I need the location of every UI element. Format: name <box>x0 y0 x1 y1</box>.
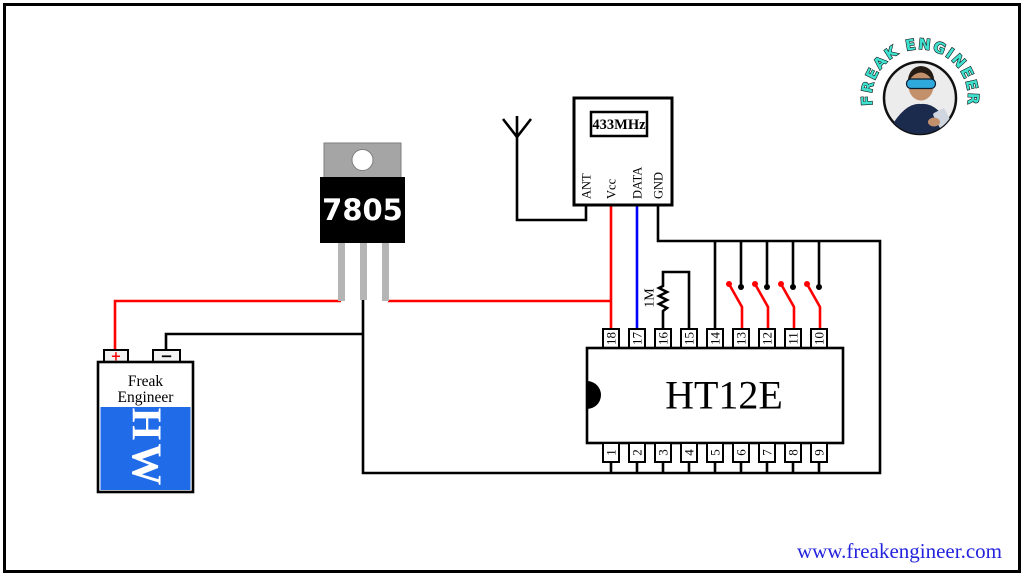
switch-4[interactable] <box>804 241 822 329</box>
battery-model: HW <box>123 408 169 489</box>
wire-ground-bus <box>361 205 882 475</box>
resistor-value: 1M <box>643 288 658 308</box>
rf-pin-data-label: DATA <box>631 167 645 199</box>
antenna-icon <box>501 116 533 138</box>
battery-brand-line2: Engineer <box>118 389 175 406</box>
regulator-leg-out <box>382 243 389 301</box>
encoder-bottom-pin-wires <box>609 462 821 473</box>
pin-17: 17 <box>630 332 645 346</box>
pin-13: 13 <box>734 332 749 345</box>
battery-brand-line1: Freak <box>128 373 164 390</box>
regulator-7805: 7805 <box>320 142 405 301</box>
encoder-ht12e: 18 17 16 15 14 13 12 11 10 HT12E 1 2 <box>585 328 845 463</box>
pin-12: 12 <box>760 332 775 345</box>
wire-antenna <box>515 137 588 222</box>
rf-module-label-box <box>589 110 649 138</box>
rf-module-433mhz: 433MHz ANT Vcc DATA GND <box>572 96 674 207</box>
rf-module-label: 433MHz <box>592 117 646 133</box>
encoder-notch <box>587 381 601 409</box>
regulator-leg-in <box>338 243 345 301</box>
encoder-label: HT12E <box>665 373 783 418</box>
encoder-bottom-pins: 1 2 3 4 5 6 7 8 9 <box>602 442 828 463</box>
rf-pin-vcc-label: Vcc <box>605 178 619 199</box>
pin-7: 7 <box>760 449 775 456</box>
pin-8: 8 <box>786 449 801 456</box>
regulator-label: 7805 <box>322 193 403 227</box>
pin-9: 9 <box>812 449 827 456</box>
switch-3[interactable] <box>778 241 796 329</box>
website-url[interactable]: www.freakengineer.com <box>797 539 1002 563</box>
switch-2[interactable] <box>752 241 770 329</box>
pin-18: 18 <box>604 332 619 345</box>
pin-10: 10 <box>812 332 827 345</box>
battery-minus-sign: − <box>160 347 173 365</box>
pin-15: 15 <box>682 332 697 345</box>
regulator-body <box>320 177 405 243</box>
pin-4: 4 <box>682 449 697 456</box>
pin-5: 5 <box>708 449 723 456</box>
switch-1[interactable] <box>726 241 744 329</box>
pin-1: 1 <box>604 449 619 456</box>
pin-11: 11 <box>786 332 801 345</box>
rf-pin-ant-label: ANT <box>580 173 594 199</box>
rf-pin-gnd-label: GND <box>652 172 666 199</box>
pin-3: 3 <box>656 449 671 456</box>
encoder-top-pins: 18 17 16 15 14 13 12 11 10 <box>602 328 828 349</box>
pin-16: 16 <box>656 332 671 346</box>
wire-battery-positive <box>113 299 341 352</box>
battery-plus-sign: + <box>111 350 122 365</box>
pin-6: 6 <box>734 449 749 456</box>
pin-2: 2 <box>630 449 645 456</box>
resistor-1m: 1M <box>643 270 691 329</box>
regulator-mounting-hole <box>351 149 374 171</box>
battery-9v: + − Freak Engineer HW <box>96 347 195 494</box>
battery-blue-wrap <box>100 407 191 490</box>
regulator-leg-gnd <box>360 243 367 300</box>
wire-battery-negative <box>164 332 363 352</box>
pin-14: 14 <box>708 332 723 346</box>
